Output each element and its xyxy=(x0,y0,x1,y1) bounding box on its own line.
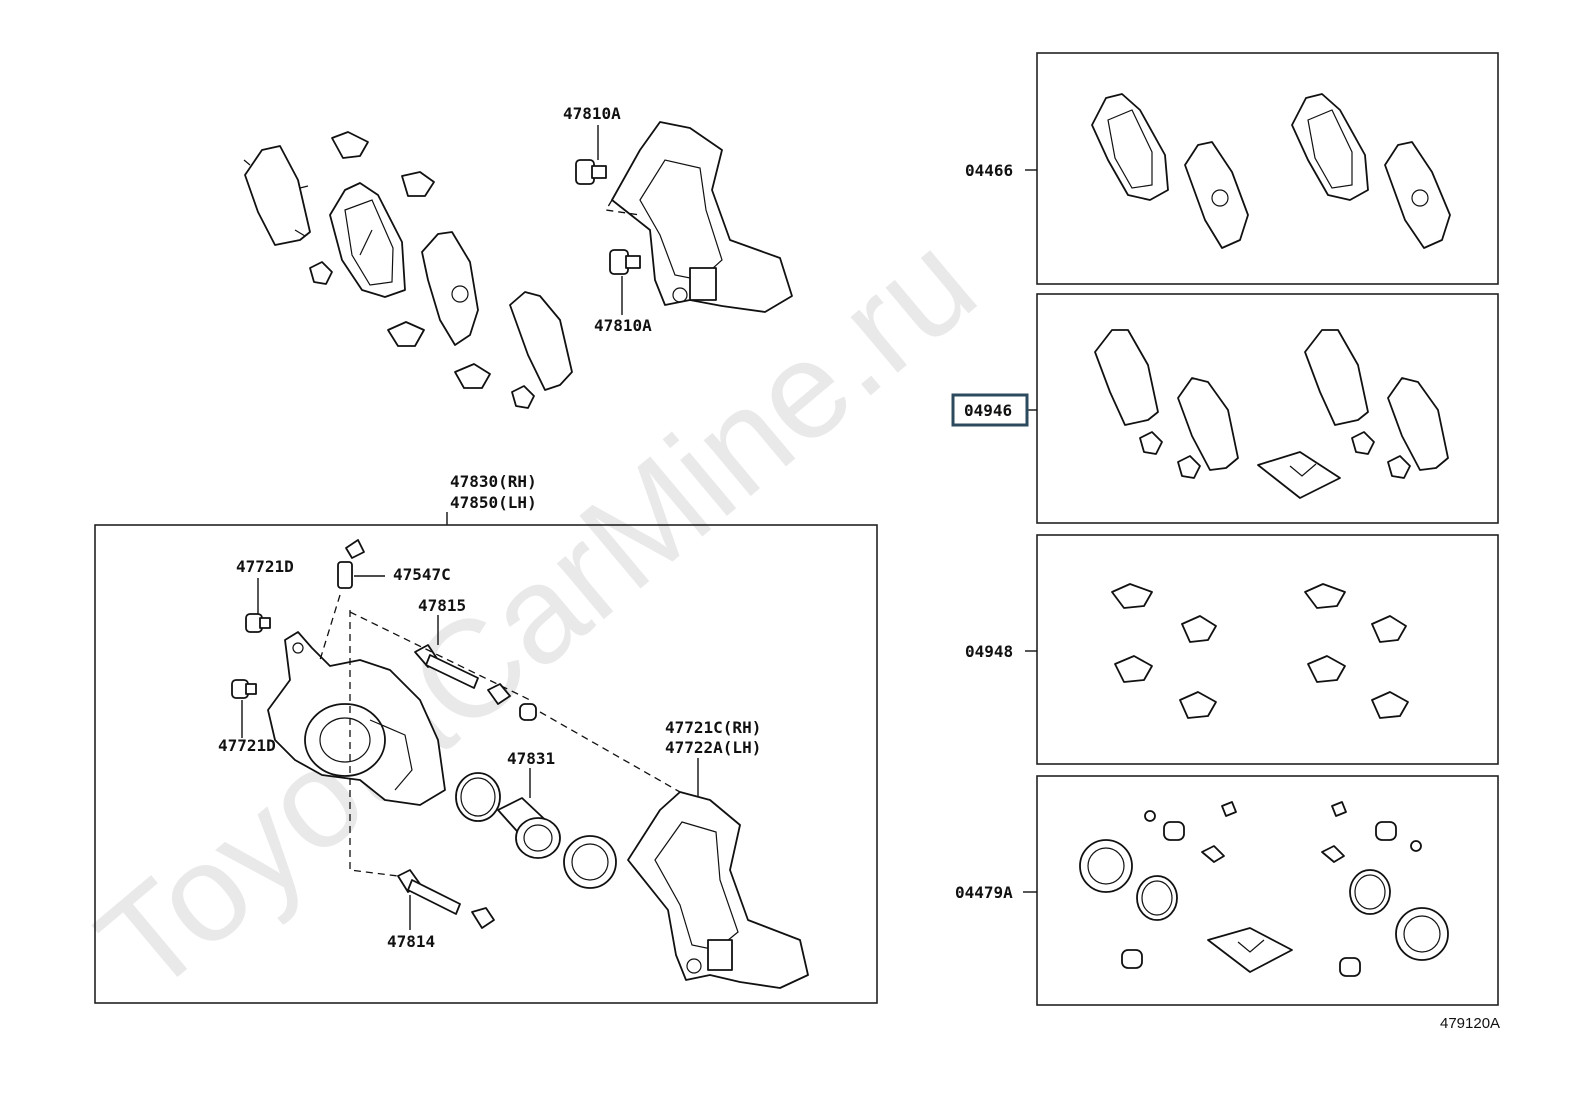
kit-box-04466: 04466 xyxy=(965,52,1499,285)
bleeder-plug-left: 47721D xyxy=(218,679,276,755)
label-47721d-left: 47721D xyxy=(218,736,276,755)
label-04948: 04948 xyxy=(965,642,1013,661)
label-47815: 47815 xyxy=(418,596,466,615)
mounting-bracket-box: 47721C(RH) 47722A(LH) xyxy=(627,718,809,989)
label-47810a-mid: 47810A xyxy=(594,316,652,335)
label-04479a: 04479A xyxy=(955,883,1013,902)
bolt-top: 47810A xyxy=(563,104,621,185)
label-47830-rh: 47830(RH) xyxy=(450,472,537,491)
piston-group: 47831 xyxy=(455,749,617,889)
top-pad-group xyxy=(243,131,573,409)
label-47814: 47814 xyxy=(387,932,435,951)
label-47721c-rh: 47721C(RH) xyxy=(665,718,761,737)
slide-pin-lower: 47814 xyxy=(387,869,495,951)
kit-box-04946: 04946 xyxy=(951,293,1499,524)
label-47547c: 47547C xyxy=(393,565,451,584)
caliper-assembly-frame xyxy=(94,524,878,1004)
caliper-body xyxy=(267,631,446,806)
slide-pin-upper: 47815 xyxy=(414,596,537,721)
bolt-mid: 47810A xyxy=(594,249,652,335)
diagram-id: 479120A xyxy=(1440,1015,1500,1032)
kit-box-04479a: 04479A xyxy=(955,775,1499,1006)
label-47850-lh: 47850(LH) xyxy=(450,493,537,512)
label-47831: 47831 xyxy=(507,749,555,768)
label-04466: 04466 xyxy=(965,161,1013,180)
highlight-box-04946[interactable] xyxy=(951,393,1029,427)
label-47810a-top: 47810A xyxy=(563,104,621,123)
label-47722a-lh: 47722A(LH) xyxy=(665,738,761,757)
bleeder-cap: 47547C xyxy=(337,539,451,589)
bleeder-plug-top: 47721D xyxy=(236,557,294,633)
kit-box-04948: 04948 xyxy=(965,534,1499,765)
label-04946[interactable]: 04946 xyxy=(964,401,1012,420)
mounting-bracket-top xyxy=(604,121,793,313)
label-47721d-top: 47721D xyxy=(236,557,294,576)
